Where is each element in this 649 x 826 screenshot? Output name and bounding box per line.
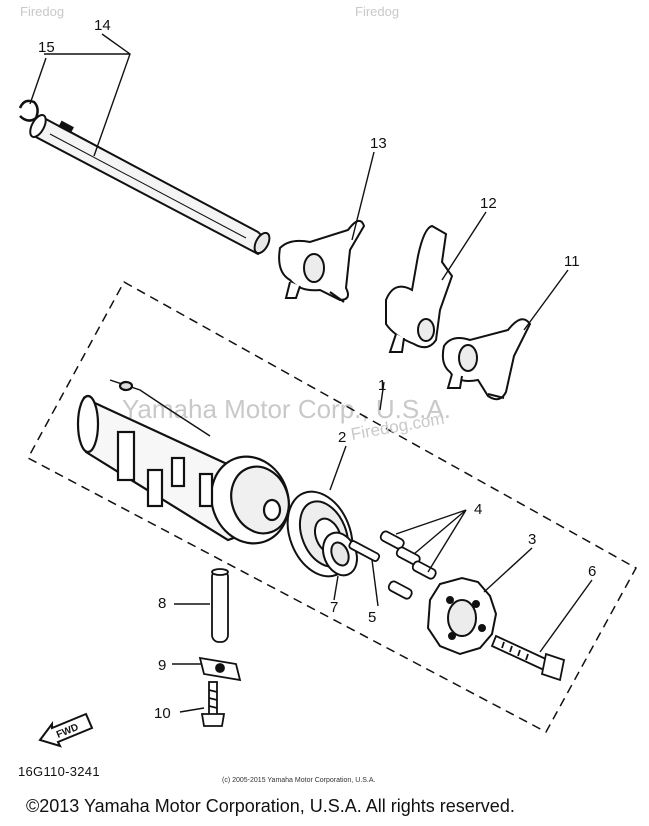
diagram-part-number: 16G110-3241 — [18, 764, 100, 779]
callout-8: 8 — [158, 595, 166, 612]
callout-10: 10 — [154, 705, 171, 722]
lock-washer — [198, 656, 242, 682]
watermark-corner-left: Firedog — [20, 4, 64, 19]
screw-10 — [200, 681, 226, 727]
shift-drum — [76, 379, 290, 545]
leader-lines — [29, 33, 593, 713]
shift-fork-11 — [441, 318, 532, 401]
dowel-pins — [379, 530, 437, 600]
footer-copyright: ©2013 Yamaha Motor Corporation, U.S.A. A… — [26, 796, 515, 816]
watermark-main: Yamaha Motor Corp., U.S.A. — [122, 394, 451, 424]
pin-5 — [348, 540, 381, 562]
shift-cam-plate — [426, 576, 498, 656]
callout-2: 2 — [338, 429, 346, 446]
segment-ring — [322, 531, 358, 577]
callout-5: 5 — [368, 609, 376, 626]
callout-12: 12 — [480, 195, 497, 212]
callout-7: 7 — [330, 599, 338, 616]
fwd-arrow-icon: FWD — [38, 712, 94, 748]
bolt-6 — [490, 634, 566, 682]
callout-1: 1 — [378, 377, 386, 394]
callout-14: 14 — [94, 17, 111, 34]
shift-shaft — [29, 114, 271, 256]
callout-labels: 1 2 3 4 5 6 7 8 9 10 11 12 13 14 15 — [38, 17, 596, 722]
assembly-outline — [26, 280, 638, 734]
callout-11: 11 — [564, 253, 580, 270]
small-copyright-notice: (c) 2005-2015 Yamaha Motor Corporation, … — [222, 777, 376, 784]
callout-15: 15 — [38, 39, 55, 56]
callout-9: 9 — [158, 657, 166, 674]
callout-3: 3 — [528, 531, 536, 548]
shift-fork-13 — [278, 219, 366, 303]
pin-8 — [211, 568, 229, 643]
watermark-corner-right: Firedog — [355, 4, 399, 19]
circlip — [18, 99, 39, 122]
callout-13: 13 — [370, 135, 387, 152]
callout-4: 4 — [474, 501, 482, 518]
shift-fork-12 — [385, 224, 454, 353]
callout-6: 6 — [588, 563, 596, 580]
